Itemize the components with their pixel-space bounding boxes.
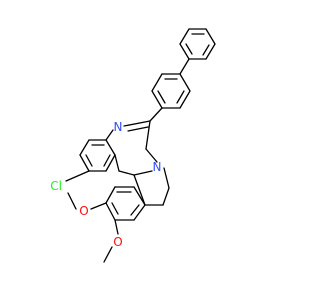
chemical-structure: N N Cl O O (50, 28, 216, 263)
atom-labels: N N Cl O O (50, 120, 161, 249)
bonds (65, 28, 216, 263)
amine-nitrogen-label: N (153, 160, 162, 174)
chlorine-label: Cl (50, 179, 62, 193)
lower-oxygen-label: O (113, 235, 122, 249)
imine-nitrogen-label: N (114, 120, 123, 134)
upper-oxygen-label: O (79, 204, 88, 218)
